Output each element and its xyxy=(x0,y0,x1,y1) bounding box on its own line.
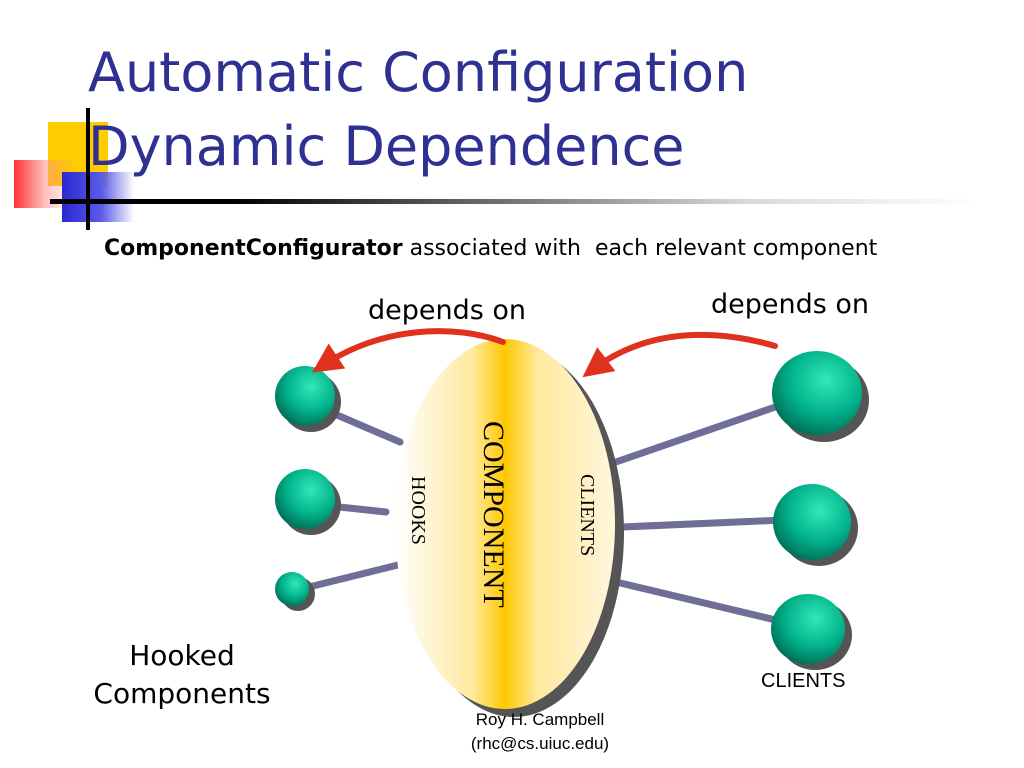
connector-client-2 xyxy=(618,516,788,531)
depends-arrow-left xyxy=(312,328,506,373)
subtitle: ComponentConfigurator associated with ea… xyxy=(104,236,877,261)
connector-hook-3 xyxy=(301,560,406,592)
title-line-1: Automatic Configuration xyxy=(88,41,749,104)
connector-client-3 xyxy=(612,578,788,626)
footer: Roy H. Campbell (rhc@cs.uiuc.edu) xyxy=(420,708,660,756)
client-node-2 xyxy=(773,484,858,566)
component-label: COMPONENT xyxy=(477,421,510,608)
clients-caption: CLIENTS xyxy=(761,670,846,692)
hooks-label: HOOKS xyxy=(407,476,429,545)
deco-blue-square xyxy=(62,172,134,222)
connector-hook-1 xyxy=(326,408,404,446)
hook-node-3 xyxy=(275,572,315,611)
hooked-line-1: Hooked xyxy=(129,639,235,672)
subtitle-bold: ComponentConfigurator xyxy=(104,236,403,261)
hook-node-1 xyxy=(275,366,341,432)
title-line-2: Dynamic Dependence xyxy=(88,115,685,178)
hooked-line-2: Components xyxy=(93,677,271,710)
hook-node-2 xyxy=(275,469,341,535)
client-node-3 xyxy=(771,594,852,670)
hooked-components-label: Hooked Components xyxy=(82,637,282,713)
depends-on-left-label: depends on xyxy=(368,295,527,326)
deco-vertical-line xyxy=(86,108,90,230)
clients-inner-label: CLIENTS xyxy=(576,474,598,556)
footer-email: (rhc@cs.uiuc.edu) xyxy=(470,734,610,753)
subtitle-rest: associated with each relevant component xyxy=(402,236,878,261)
client-node-1 xyxy=(772,351,869,442)
depends-on-right-label: depends on xyxy=(711,289,870,320)
title-rule xyxy=(50,199,980,204)
slide-title: Automatic Configuration Dynamic Dependen… xyxy=(88,36,748,184)
connector-client-1 xyxy=(612,400,788,466)
component-ellipse xyxy=(395,339,615,709)
depends-arrow-right xyxy=(582,331,778,378)
footer-name: Roy H. Campbell xyxy=(475,710,605,729)
